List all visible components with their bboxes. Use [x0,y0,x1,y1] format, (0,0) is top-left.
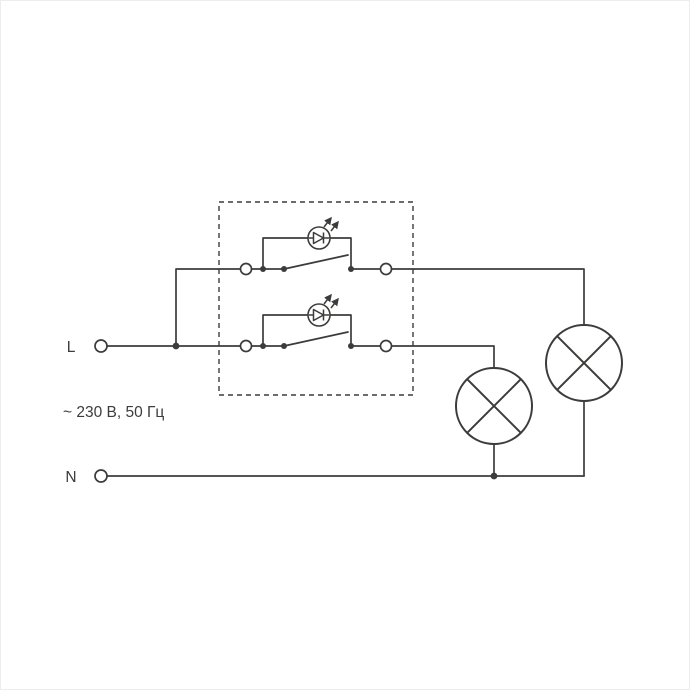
junction-dot-neutral [490,472,498,480]
switch-enclosure-dashed-box [218,201,414,396]
led2-branch-right [329,314,352,347]
switch2-blade [283,331,349,347]
switch1-blade [283,254,349,270]
led1-emission-arrow-2 [330,220,339,232]
voltage-rating-label: ~ 230 В, 50 Гц [63,404,164,421]
switch2-input-terminal [239,339,253,353]
lamp1-cross-2 [556,335,612,391]
line-branch-wire [175,268,242,347]
led1-diode-triangle [312,231,325,245]
led1-branch-right [329,237,352,270]
neutral-label: N [65,469,76,486]
neutral-terminal [94,469,108,483]
led2-emission-arrow-1 [323,293,332,305]
lamp2-feed-wire [390,345,495,369]
switch1-input-terminal [239,262,253,276]
led2-diode-triangle [312,308,325,322]
switch2-output-terminal [379,339,393,353]
switch1-output-terminal [379,262,393,276]
line-terminal [94,339,108,353]
led1-branch-left [262,237,309,270]
led1-emission-arrow-1 [323,216,332,228]
lamp1-feed-wire [390,268,585,326]
line-label: L [67,339,76,356]
led2-branch-left [262,314,309,347]
led2-emission-arrow-2 [330,297,339,309]
lamp2-cross-2 [466,378,522,434]
